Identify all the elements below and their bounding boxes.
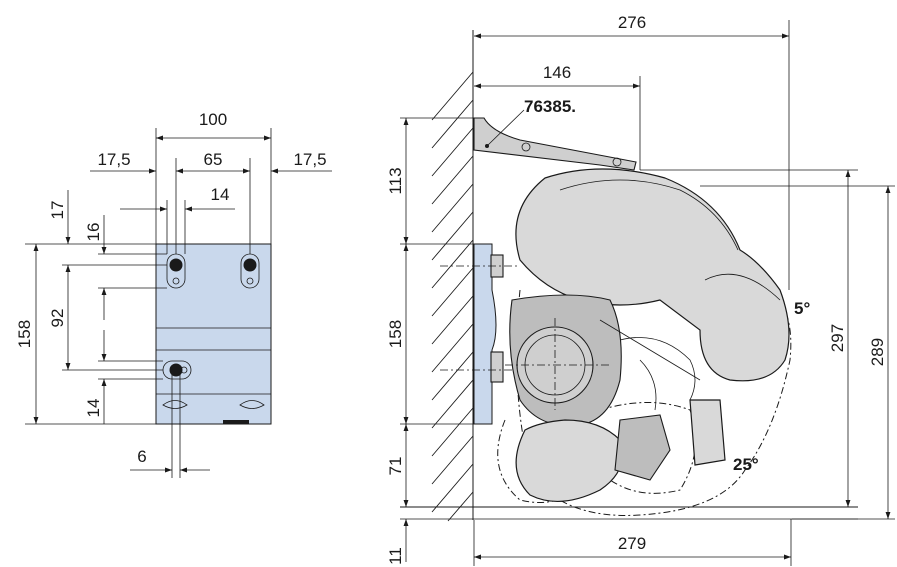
dim-seat-height-inner: 297: [828, 324, 847, 352]
dim-height-total: 158: [15, 320, 34, 348]
wall-hatching: [431, 30, 474, 522]
dim-hole-spacing: 65: [204, 150, 223, 169]
seat-frame-lower: [614, 414, 671, 481]
seat-leg: [689, 399, 726, 466]
dim-lower-gap: 71: [386, 457, 405, 476]
mounting-plate: [155, 243, 272, 425]
hole-right: [243, 258, 257, 272]
dim-slot-length: 14: [211, 185, 230, 204]
dim-hole-diameter: 6: [137, 447, 146, 466]
tilt-angle-upright: 5°: [794, 299, 810, 318]
part-number-label: 76385.: [524, 97, 576, 116]
dim-edge-left: 17,5: [97, 150, 130, 169]
bracket-arm: [473, 117, 637, 171]
dim-slot-height: 16: [84, 223, 103, 242]
dim-seat-height-outer: 289: [868, 338, 887, 366]
dim-overall-width-bottom: 279: [618, 534, 646, 553]
bolt-lower: [490, 351, 504, 383]
dim-edge-right: 17,5: [293, 150, 326, 169]
hole-lower: [169, 363, 183, 377]
dim-floor-clearance: 11: [386, 547, 405, 565]
dim-width-total: 100: [199, 110, 227, 129]
dim-bottom-offset: 14: [84, 399, 103, 418]
dim-vertical-spacing: 92: [48, 309, 67, 328]
side-elevation-view: 76385. 5° 25° 276 146: [386, 13, 895, 566]
dim-overall-width-top: 276: [618, 13, 646, 32]
dim-top-offset: 17: [48, 201, 67, 220]
hole-left: [169, 258, 183, 272]
dim-bracket-reach: 146: [543, 63, 571, 82]
seat-ghost-folded: [516, 289, 792, 516]
dim-bracket-height: 113: [386, 167, 405, 194]
tilt-angle-folded: 25°: [733, 455, 759, 474]
mounting-plate-front-view: 100 17,5 65 17,5 14 158 17 92 16: [15, 110, 332, 478]
seat-cushion-lower: [515, 419, 624, 503]
dim-plate-height: 158: [386, 320, 405, 348]
